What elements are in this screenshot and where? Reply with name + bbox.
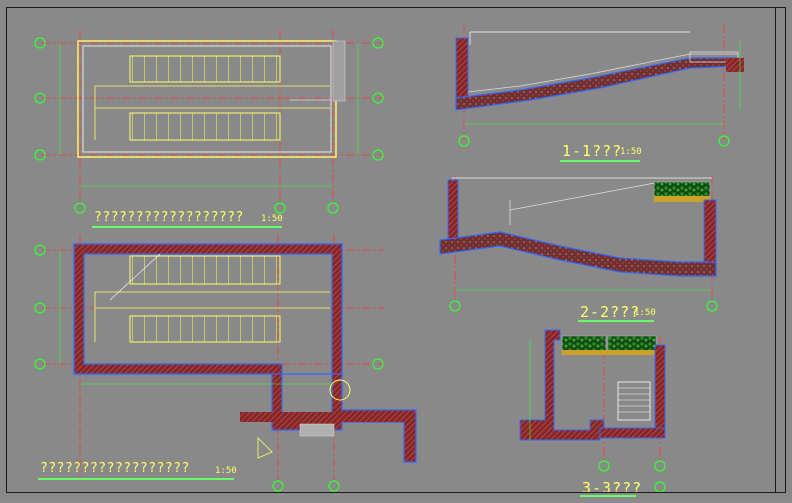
plan-lower-title-underline xyxy=(38,478,234,480)
plan-lower[interactable] xyxy=(34,235,417,492)
sheet-right-margin xyxy=(775,7,787,493)
plan-upper-title-underline xyxy=(92,226,282,228)
section-1-title-underline xyxy=(560,160,640,162)
section-1-title: 1-1??? xyxy=(562,142,623,160)
section-3-3[interactable] xyxy=(519,329,666,493)
section-2-2[interactable] xyxy=(439,175,718,312)
section-2-title-underline xyxy=(578,320,654,322)
section-2-scale: 1:50 xyxy=(634,308,656,318)
axis-bubbles xyxy=(34,37,384,214)
section-2-title: 2-2??? xyxy=(580,303,641,321)
section-1-scale: 1:50 xyxy=(620,147,642,157)
plan-lower-title: ?????????????????? xyxy=(40,461,190,476)
plan-upper-title: ?????????????????? xyxy=(94,210,244,225)
axis-bubbles-lower xyxy=(34,244,384,492)
section-3-title-underline xyxy=(580,495,636,497)
plan-upper[interactable] xyxy=(34,30,385,214)
plan-upper-scale: 1:50 xyxy=(261,214,283,224)
plan-lower-scale: 1:50 xyxy=(215,466,237,476)
section-1-1[interactable] xyxy=(455,25,744,147)
